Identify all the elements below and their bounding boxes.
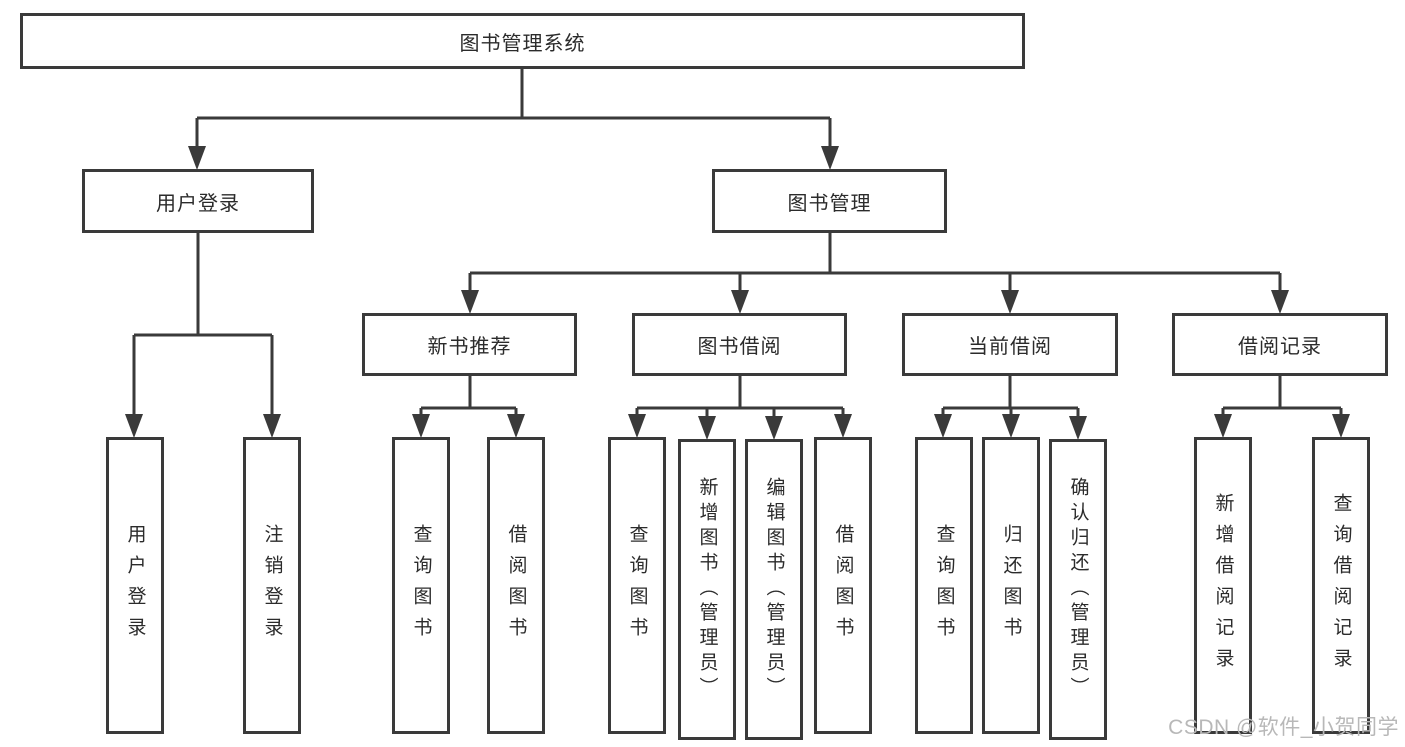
node-label: 图书管理 [787,192,872,215]
node-label: 查询图书 [933,523,955,648]
node-library-management-system: 图书管理系统 [20,13,1025,69]
node-label: 归还图书 [1000,523,1022,648]
node-user-login-group: 用户登录 [82,169,314,233]
node-add-borrow-record: 新增借阅记录 [1194,437,1252,734]
node-label: 图书借阅 [697,336,782,358]
node-label: 新增图书（管理员） [696,477,718,702]
node-current-borrowing: 当前借阅 [902,313,1118,376]
node-label: 借阅记录 [1238,336,1322,358]
arrowheads [125,146,1350,440]
node-label: 查询图书 [410,523,432,648]
node-label: 新增借阅记录 [1212,492,1234,679]
node-query-books: 查询图书 [392,437,450,734]
node-label: 用户登录 [156,192,240,215]
node-label: 注销登录 [261,523,283,648]
node-book-management-group: 图书管理 [712,169,947,233]
node-label: 编辑图书（管理员） [763,477,785,702]
node-query-books: 查询图书 [915,437,973,734]
node-query-borrow-record: 查询借阅记录 [1312,437,1370,734]
node-edit-book-admin: 编辑图书（管理员） [745,439,803,740]
node-label: 借阅图书 [832,523,854,648]
node-label: 当前借阅 [968,336,1052,358]
node-confirm-return-admin: 确认归还（管理员） [1049,439,1107,740]
node-logout: 注销登录 [243,437,301,734]
node-label: 新书推荐 [427,336,512,358]
node-label: 确认归还（管理员） [1067,477,1089,702]
node-label: 借阅图书 [505,523,527,648]
node-user-login: 用户登录 [106,437,164,734]
node-borrow-books: 借阅图书 [487,437,545,734]
node-borrow-books: 借阅图书 [814,437,872,734]
csdn-watermark: CSDN @软件_小贺同学 [1168,716,1399,739]
node-book-borrowing: 图书借阅 [632,313,847,376]
node-add-book-admin: 新增图书（管理员） [678,439,736,740]
node-label: 查询借阅记录 [1330,492,1352,679]
node-return-books: 归还图书 [982,437,1040,734]
node-label: 用户登录 [124,523,146,648]
node-label: 图书管理系统 [459,32,586,55]
node-new-book-recommendation: 新书推荐 [362,313,577,376]
node-borrowing-records: 借阅记录 [1172,313,1388,376]
node-label: 查询图书 [626,523,648,648]
node-query-books: 查询图书 [608,437,666,734]
